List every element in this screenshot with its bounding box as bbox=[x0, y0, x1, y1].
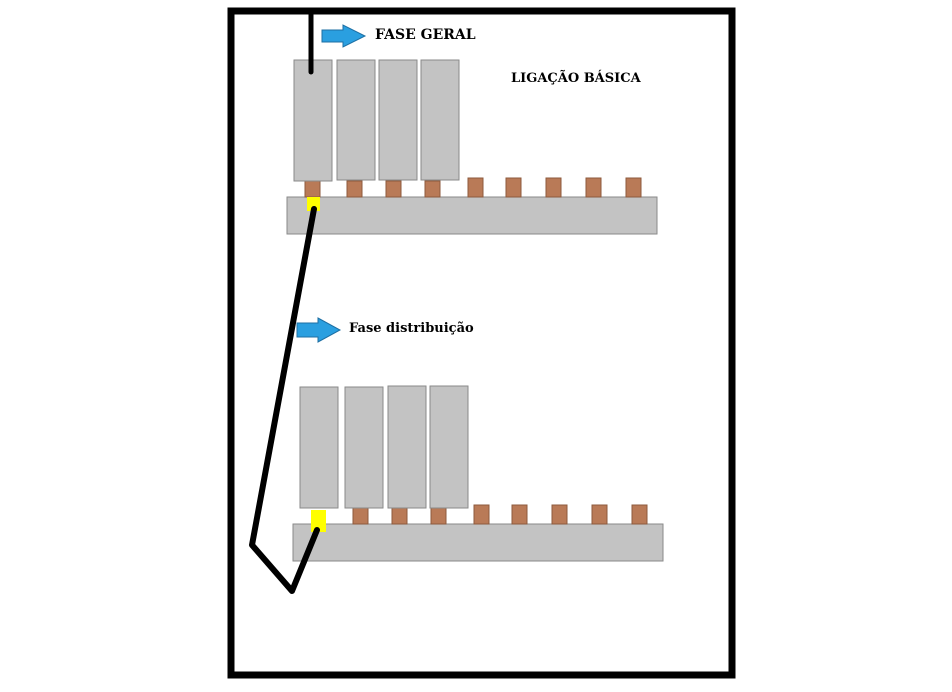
breaker bbox=[299, 386, 339, 509]
top-bus-bar bbox=[286, 196, 658, 235]
bottom-bus-bar bbox=[292, 523, 664, 562]
terminal bbox=[430, 507, 447, 525]
breaker bbox=[336, 59, 376, 181]
terminal bbox=[505, 177, 522, 198]
breaker bbox=[387, 385, 427, 509]
fase-distribuicao-arrow-icon bbox=[296, 317, 342, 343]
ligacao-basica-label: LIGAÇÃO BÁSICA bbox=[511, 70, 642, 86]
top-terminals bbox=[304, 177, 642, 198]
breaker bbox=[293, 59, 333, 182]
terminal bbox=[385, 180, 402, 198]
top-panel bbox=[286, 59, 658, 235]
breaker bbox=[429, 385, 469, 509]
terminal bbox=[585, 177, 602, 198]
breaker bbox=[344, 386, 384, 509]
terminal bbox=[551, 504, 568, 525]
bottom-connector bbox=[311, 510, 326, 532]
terminal bbox=[467, 177, 484, 198]
terminal bbox=[391, 507, 408, 525]
terminal bbox=[545, 177, 562, 198]
top-connector bbox=[307, 197, 320, 211]
terminal bbox=[631, 504, 648, 525]
fase-geral-arrow-icon bbox=[321, 24, 367, 48]
terminal bbox=[591, 504, 608, 525]
distribution-phase-wire bbox=[249, 206, 320, 594]
fase-distribuicao-label: Fase distribuição bbox=[349, 321, 474, 336]
terminal bbox=[473, 504, 490, 525]
breaker bbox=[420, 59, 460, 181]
terminal bbox=[346, 180, 363, 198]
terminal bbox=[424, 180, 441, 198]
terminal bbox=[511, 504, 528, 525]
breaker bbox=[378, 59, 418, 181]
terminal bbox=[625, 177, 642, 198]
bottom-panel bbox=[292, 385, 664, 562]
top-breakers bbox=[293, 59, 460, 182]
bottom-breakers bbox=[299, 385, 469, 509]
fase-geral-label: FASE GERAL bbox=[375, 27, 476, 43]
terminal bbox=[352, 507, 369, 525]
terminal bbox=[304, 180, 321, 198]
bottom-terminals bbox=[352, 504, 648, 525]
